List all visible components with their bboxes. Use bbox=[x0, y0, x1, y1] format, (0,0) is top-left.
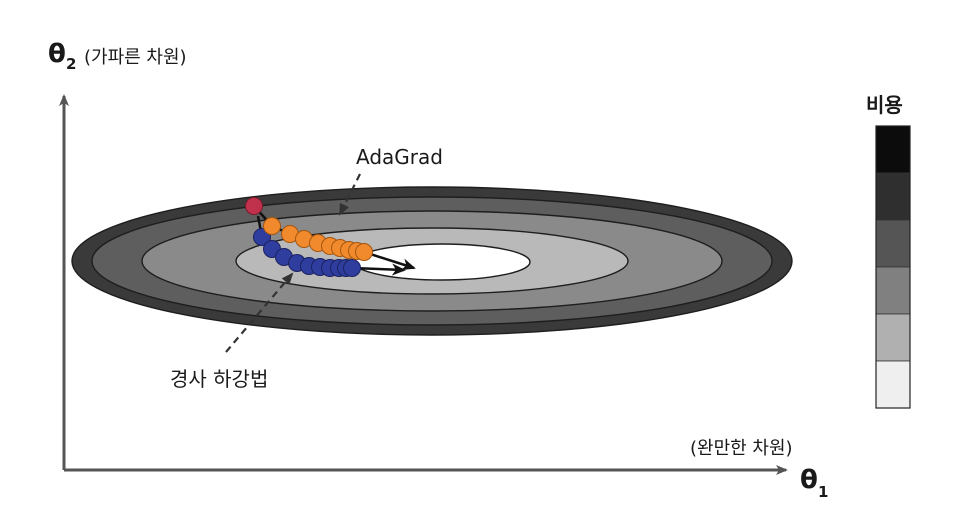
gd-step-point bbox=[343, 259, 361, 277]
start-point bbox=[245, 197, 263, 215]
gradient-descent-path bbox=[253, 215, 406, 277]
gd-pointer bbox=[225, 272, 294, 353]
adagrad-path bbox=[245, 197, 416, 271]
legend-swatch-3 bbox=[875, 219, 911, 268]
legend-swatch-5 bbox=[875, 313, 911, 362]
x-axis-symbol: θ bbox=[800, 465, 818, 495]
legend-swatch-2 bbox=[875, 172, 911, 221]
legend-swatch-4 bbox=[875, 266, 911, 315]
legend-swatch-1 bbox=[875, 125, 911, 174]
cost-contours bbox=[71, 186, 793, 336]
legend-frame bbox=[875, 125, 911, 409]
cost-legend bbox=[875, 125, 911, 409]
adagrad-label: AdaGrad bbox=[356, 145, 443, 169]
x-axis-subscript: 1 bbox=[818, 483, 828, 501]
y-axis-subscript: 2 bbox=[66, 55, 76, 73]
legend-title: 비용 bbox=[866, 93, 903, 117]
y-axis-symbol: θ bbox=[48, 39, 66, 69]
adagrad-step-point bbox=[355, 243, 373, 261]
contour-level-5 bbox=[353, 243, 531, 281]
y-axis-caption: (가파른 차원) bbox=[84, 47, 187, 68]
x-axis-caption: (완만한 차원) bbox=[690, 438, 793, 459]
legend-swatch-6 bbox=[875, 360, 911, 409]
adagrad-pointer bbox=[339, 173, 361, 216]
gd-label: 경사 하강법 bbox=[170, 367, 268, 391]
adagrad-step-point bbox=[263, 217, 281, 235]
